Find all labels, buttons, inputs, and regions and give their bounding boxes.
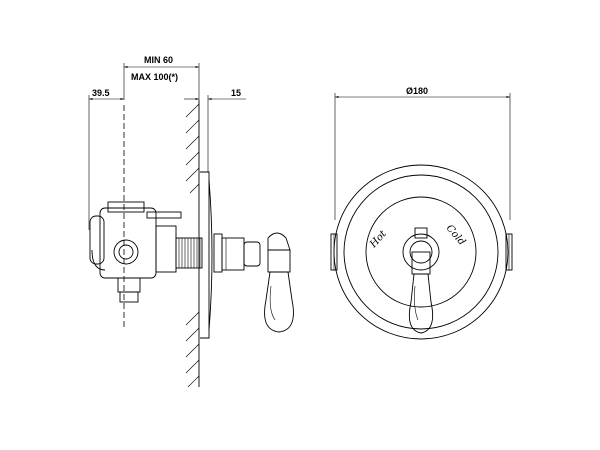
valve-body	[89, 201, 182, 303]
depth-dimension: MIN 60 MAX 100(*)	[123, 55, 200, 100]
offset-dimension: 39.5	[88, 88, 124, 230]
handle-profile	[213, 232, 294, 333]
wall-hatching	[185, 100, 200, 388]
front-view: Ø180 Hot Cold	[330, 86, 513, 340]
mounting-lugs	[330, 233, 513, 271]
diameter-dimension: Ø180	[334, 86, 511, 220]
plate-thickness-dimension: 15	[184, 88, 246, 172]
plate-inner-ring	[365, 196, 477, 308]
diameter-label: Ø180	[406, 86, 428, 96]
threaded-spindle	[175, 237, 203, 269]
min-depth-label: MIN 60	[144, 55, 173, 65]
plate-thickness-label: 15	[231, 88, 241, 98]
handle-front	[402, 227, 440, 334]
side-view: MIN 60 MAX 100(*) 39.5 15	[88, 55, 294, 388]
cover-plate-profile	[200, 171, 213, 339]
hot-label: Hot	[367, 228, 389, 251]
offset-label: 39.5	[92, 88, 110, 98]
cold-label: Cold	[444, 223, 467, 248]
plate-middle-ring	[343, 174, 499, 330]
max-depth-label: MAX 100(*)	[131, 72, 178, 82]
